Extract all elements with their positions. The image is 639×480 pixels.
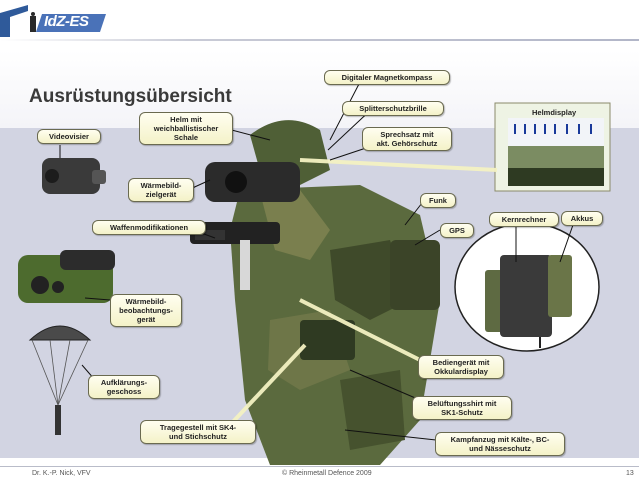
callout-kampfanzug: Kampfanzug mit Kälte-, BC- und Nässeschu… <box>435 432 565 456</box>
rheinmetall-logo <box>0 5 28 37</box>
videovisier-image <box>42 158 106 194</box>
kernrechner-inset <box>454 222 600 352</box>
footer-author: Dr. K.-P. Nick, VFV <box>32 470 91 477</box>
callout-videovisier: Videovisier <box>37 129 101 144</box>
callout-helm: Helm mit weichballistischer Schale <box>139 112 233 145</box>
waermebild-beobachtungsgeraet-image <box>18 250 115 303</box>
soldier-image <box>190 120 440 465</box>
callout-waermebild-beobachtungsgeraet: Wärmebild- beobachtungs- gerät <box>110 294 182 327</box>
callout-aufklaerungsgeschoss: Aufklärungs- geschoss <box>88 375 160 399</box>
callout-helmdisplay: Helmdisplay <box>532 108 577 117</box>
callout-funk: Funk <box>420 193 456 208</box>
callout-belueftungsshirt: Belüftungsshirt mit SK1-Schutz <box>412 396 512 420</box>
callout-tragegestell: Tragegestell mit SK4- und Stichschutz <box>140 420 256 444</box>
callout-bediengeraet: Bediengerät mit Okkulardisplay <box>418 355 504 379</box>
page-number: 13 <box>626 470 634 477</box>
helmdisplay-panel <box>494 102 611 192</box>
callout-waffenmodifikationen: Waffenmodifikationen <box>92 220 206 235</box>
aufklaerungsgeschoss-image <box>28 325 92 435</box>
footer-copyright: © Rheinmetall Defence 2009 <box>282 470 372 477</box>
callout-waermebild-zielgeraet: Wärmebild- zielgerät <box>128 178 194 202</box>
callout-gps: GPS <box>440 223 474 238</box>
logo-text: IdZ-ES <box>44 13 89 30</box>
header: IdZ-ES <box>0 0 639 44</box>
callout-sprechsatz: Sprechsatz mit akt. Gehörschutz <box>362 127 452 151</box>
callout-kernrechner: Kernrechner <box>489 212 559 227</box>
callout-akkus: Akkus <box>561 211 603 226</box>
callout-magnetkompass: Digitaler Magnetkompass <box>324 70 450 85</box>
slide-title: Ausrüstungsübersicht <box>29 86 232 107</box>
header-divider <box>0 39 639 41</box>
callout-splitterschutzbrille: Splitterschutzbrille <box>342 101 444 116</box>
idz-logo <box>30 12 106 32</box>
footer: Dr. K.-P. Nick, VFV © Rheinmetall Defenc… <box>0 466 639 480</box>
